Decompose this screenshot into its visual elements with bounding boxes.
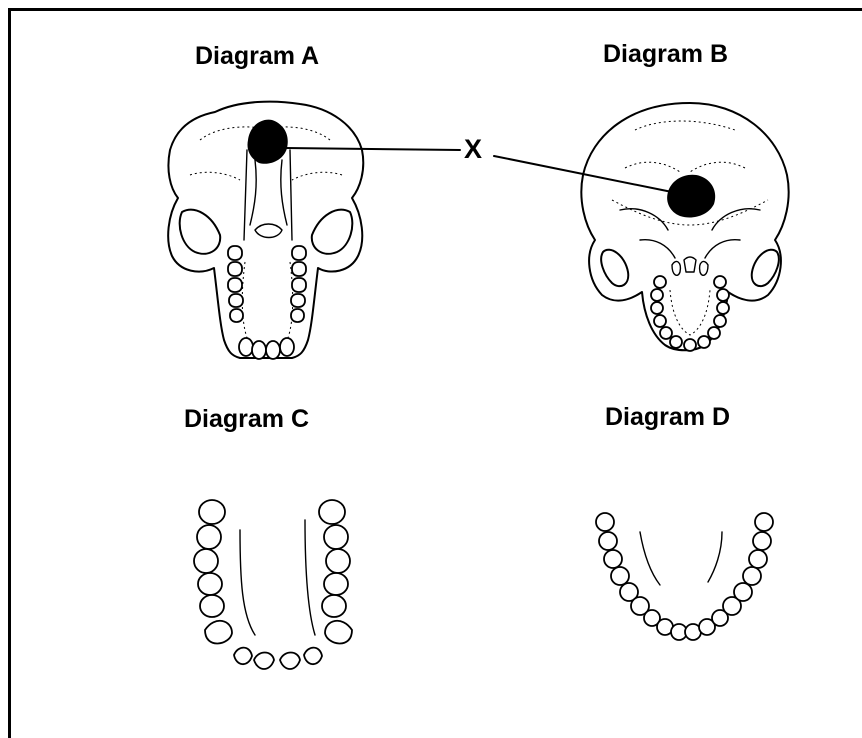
diagram-d-teeth — [596, 513, 773, 640]
diagram-b-foramen — [667, 175, 715, 218]
diagram-d-jaw — [596, 513, 773, 640]
diagram-c-jaw — [194, 500, 352, 669]
diagram-a-skull — [168, 102, 363, 359]
pointer-line-b — [494, 156, 672, 192]
diagram-b-teeth — [651, 276, 729, 351]
pointer-line-a — [285, 148, 460, 150]
diagram-a-foramen — [247, 120, 287, 164]
diagram-b-skull — [581, 103, 788, 351]
